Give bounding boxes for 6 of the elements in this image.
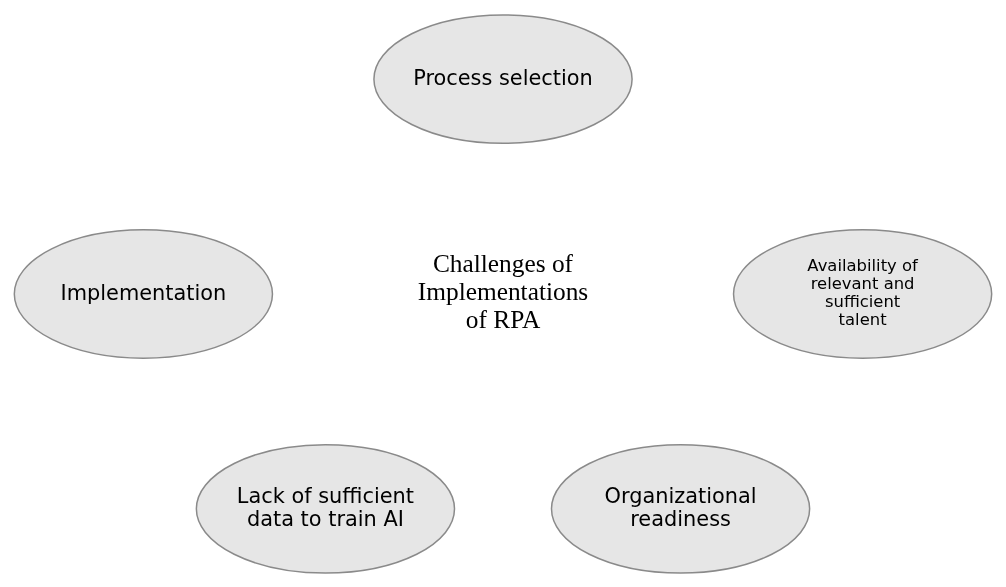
node-ellipse: Organizational readiness (550, 443, 811, 574)
node-ellipse: Implementation (13, 228, 274, 359)
label: Challenges of Implementations of RPA (417, 248, 589, 333)
node-ellipse: Process selection (373, 13, 633, 144)
node-ellipse: Lack of sufficient data to train AI (195, 443, 456, 574)
node-ellipse: Availability of relevant and sufficient talent (732, 228, 993, 359)
